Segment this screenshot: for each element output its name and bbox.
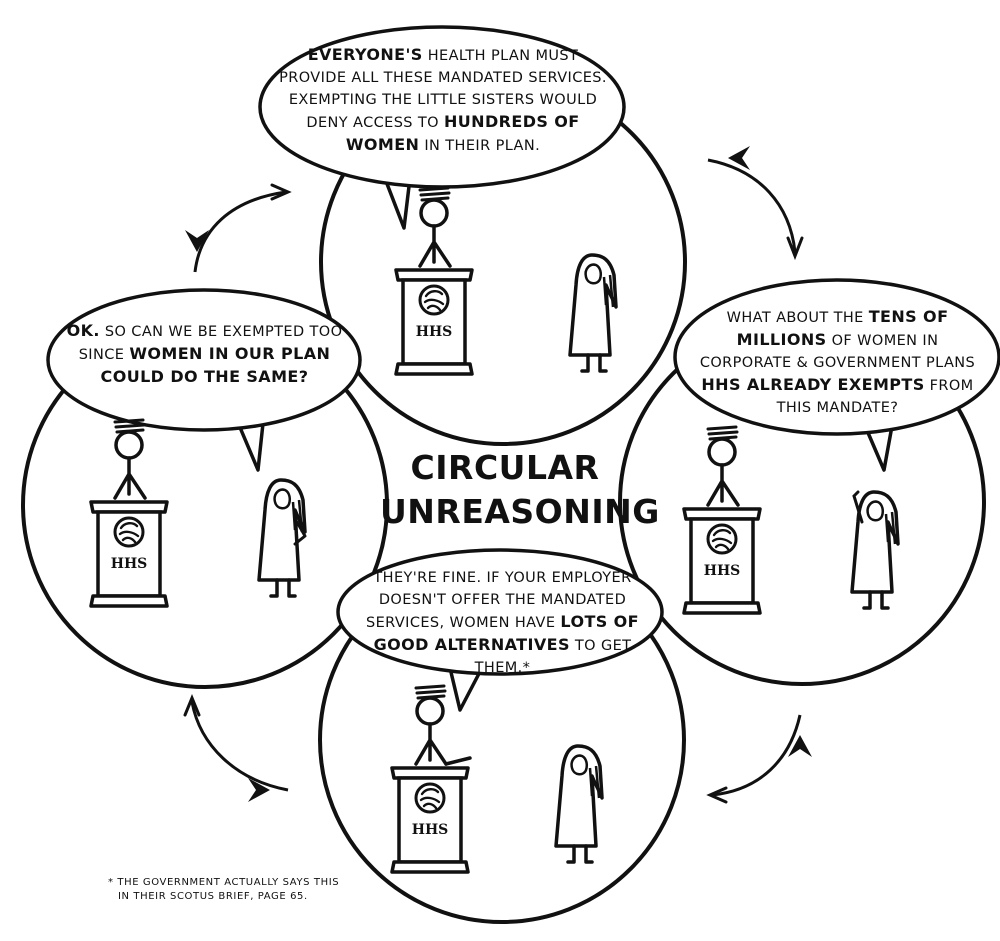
podium-left: HHS (89, 500, 169, 608)
speech-emphasis: WOMEN IN OUR PLAN COULD DO THE SAME? (100, 344, 331, 386)
podium-right: HHS (682, 507, 762, 615)
speech-text-left: OK. SO CAN WE BE EXEMPTED TOO SINCE WOME… (62, 320, 347, 389)
speech-emphasis: HHS ALREADY EXEMPTS (701, 375, 925, 394)
speech-bubble-top (258, 25, 626, 230)
podium-label: HHS (412, 822, 449, 838)
podium-label: HHS (111, 556, 148, 572)
speech-segment: HEALTH PLAN MUST PROVIDE ALL THESE MANDA… (279, 48, 607, 131)
footnote: * THE GOVERNMENT ACTUALLY SAYS THIS IN T… (108, 876, 368, 904)
footnote-line-2: IN THEIR SCOTUS BRIEF, PAGE 65. (118, 891, 308, 902)
cycle-arrow-bottom-left (183, 694, 289, 802)
footnote-line-1: * THE GOVERNMENT ACTUALLY SAYS THIS (108, 877, 340, 888)
speech-emphasis: OK. (66, 321, 100, 340)
title-line-2: UNREASONING (380, 492, 660, 531)
official-figure-bottom (414, 684, 472, 766)
speech-emphasis: HUNDREDS OF WOMEN (345, 112, 580, 154)
speech-bubble-bottom (336, 548, 664, 712)
speech-segment: SO CAN WE BE EXEMPTED TOO SINCE (78, 324, 343, 363)
podium-label: HHS (416, 324, 453, 340)
cycle-arrow-left-top (185, 183, 292, 273)
cycle-arrow-top-right (707, 146, 804, 261)
podium-bottom: HHS (390, 766, 470, 874)
speech-segment: TO GET THEM.* (474, 638, 632, 676)
speech-bubble-right (673, 278, 1000, 472)
speech-segment: WHAT ABOUT THE (726, 310, 869, 326)
speech-text-bottom: THEY'RE FINE. IF YOUR EMPLOYER DOESN'T O… (355, 567, 650, 679)
speech-emphasis: TENS OF MILLIONS (736, 307, 949, 349)
diagram-title: CIRCULAR UNREASONING (380, 446, 660, 534)
title-line-1: CIRCULAR (410, 448, 600, 487)
nun-figure-right (850, 490, 900, 610)
nun-figure-left (257, 478, 307, 598)
podium-label: HHS (704, 563, 741, 579)
speech-bubble-left (46, 288, 362, 472)
nun-figure-top (568, 253, 618, 373)
speech-segment: IN THEIR PLAN. (419, 138, 541, 154)
speech-segment: FROM THIS MANDATE? (776, 378, 974, 416)
podium-top: HHS (394, 268, 474, 376)
cycle-arrow-right-bottom (706, 714, 812, 804)
speech-text-top: EVERYONE'S HEALTH PLAN MUST PROVIDE ALL … (278, 44, 608, 157)
speech-segment: THEY'RE FINE. IF YOUR EMPLOYER DOESN'T O… (366, 570, 632, 631)
speech-emphasis: LOTS OF GOOD ALTERNATIVES (373, 612, 639, 654)
speech-emphasis: EVERYONE'S (307, 45, 423, 64)
speech-segment: OF WOMEN IN CORPORATE & GOVERNMENT PLANS (699, 333, 976, 371)
nun-figure-bottom (554, 744, 604, 864)
speech-text-right: WHAT ABOUT THE TENS OF MILLIONS OF WOMEN… (690, 306, 985, 419)
